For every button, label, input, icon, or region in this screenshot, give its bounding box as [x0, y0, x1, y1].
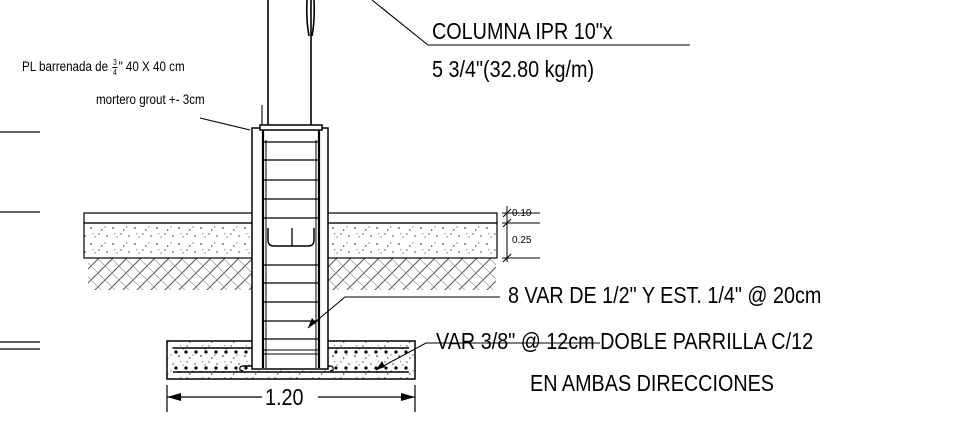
rebar-dot	[344, 350, 348, 354]
rebar-dot	[194, 366, 198, 370]
rebar-dot	[244, 350, 248, 354]
rebar-dot	[174, 366, 178, 370]
rebar-dot	[194, 350, 198, 354]
width-dimension	[166, 385, 416, 412]
rebar-dot	[394, 366, 398, 370]
rebar-dot	[374, 366, 378, 370]
pedestal	[251, 124, 329, 370]
plate-label-suffix: " 40 X 40 cm	[118, 59, 185, 75]
rebar-dot	[224, 350, 228, 354]
rebar-dot	[244, 366, 248, 370]
rebar-dot	[214, 366, 218, 370]
rebar-dot	[234, 366, 238, 370]
slab-top-dimension: 0.10	[512, 208, 532, 219]
column-label-line2: 5 3/4"(32.80 kg/m)	[432, 56, 595, 82]
rebar-dot	[224, 366, 228, 370]
rebar-dot	[334, 350, 338, 354]
leader-arrows	[308, 318, 385, 370]
rebar-dot	[394, 350, 398, 354]
plate-fraction-numerator: 3	[112, 58, 118, 68]
left-reference-lines	[0, 131, 40, 350]
plate-fraction-denominator: 4	[113, 68, 117, 77]
leader-lines	[199, 0, 690, 371]
rebar-dot	[184, 366, 188, 370]
column-label-line1: COLUMNA IPR 10"x	[432, 18, 613, 44]
rebar-dot	[184, 350, 188, 354]
rebar-dot	[354, 350, 358, 354]
rebar-dot	[344, 366, 348, 370]
rebar-dot	[364, 350, 368, 354]
rebar-dot	[174, 350, 178, 354]
rebar-dot	[374, 350, 378, 354]
width-dimension-arrows	[167, 393, 415, 401]
footing-reinforcement-line1: VAR 3/8" @ 12cm DOBLE PARRILLA C/12	[436, 328, 814, 354]
grout-label: mortero grout +- 3cm	[96, 92, 205, 107]
slab-dimension	[502, 206, 540, 263]
rebar-dot	[214, 350, 218, 354]
rebar-dot	[234, 350, 238, 354]
rebar-dot	[404, 366, 408, 370]
slab	[83, 212, 498, 259]
slab-dimension-label: 0.25	[512, 235, 532, 246]
steel-column	[267, 0, 316, 125]
rebar-label: 8 VAR DE 1/2" Y EST. 1/4" @ 20cm	[508, 282, 822, 308]
plate-fraction: 3 4	[112, 58, 118, 77]
rebar-dot	[204, 350, 208, 354]
footing-reinforcement-line2: EN AMBAS DIRECCIONES	[530, 370, 775, 396]
rebar-dot	[384, 366, 388, 370]
width-dimension-label: 1.20	[265, 384, 304, 410]
plate-label: PL barrenada de 3 4 " 40 X 40 cm	[22, 58, 185, 77]
rebar-dot	[334, 366, 338, 370]
soil-hatch	[88, 258, 496, 290]
rebar-dot	[384, 350, 388, 354]
rebar-dot	[354, 366, 358, 370]
plate-label-prefix: PL barrenada de	[22, 59, 109, 75]
rebar-dot	[364, 366, 368, 370]
rebar-dot	[204, 366, 208, 370]
